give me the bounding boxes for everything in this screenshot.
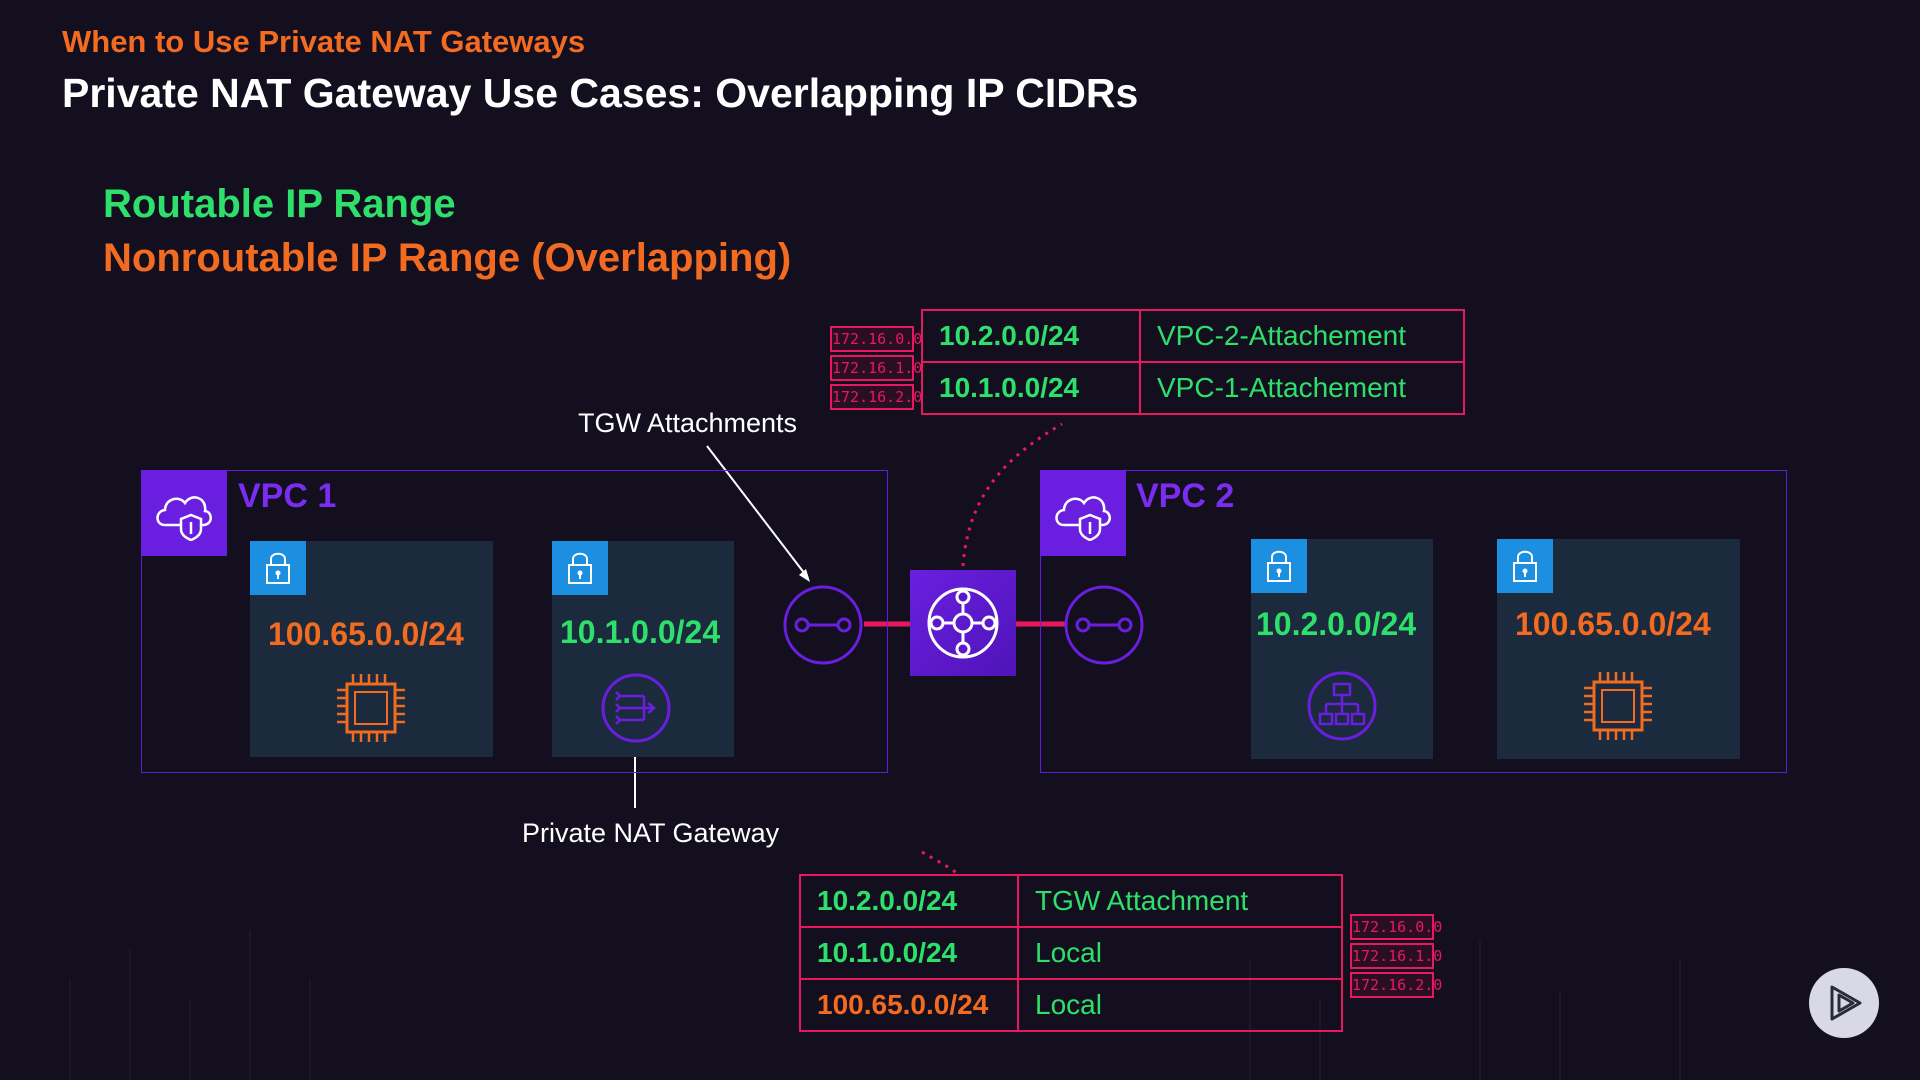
transit-gateway-icon <box>910 570 1016 676</box>
table-row: 100.65.0.0/24 Local <box>799 978 1343 1032</box>
nat-gateway-icon <box>600 672 672 749</box>
tgw-route-table: 10.2.0.0/24 VPC-2-Attachement 10.1.0.0/2… <box>921 309 1465 415</box>
vpc1-subnet2-cidr: 10.1.0.0/24 <box>560 614 721 650</box>
tgw-rt-target-1: VPC-2-Attachement <box>1139 309 1465 363</box>
chip-icon <box>1580 668 1656 749</box>
tgw-rt-dest-2: 10.1.0.0/24 <box>921 361 1141 415</box>
table-row: 10.2.0.0/24 TGW Attachment <box>799 874 1343 928</box>
slide-kicker: When to Use Private NAT Gateways <box>62 24 586 59</box>
slide-title: Private NAT Gateway Use Cases: Overlappi… <box>62 70 1139 116</box>
vpc1-subnet1-cidr: 100.65.0.0/24 <box>268 616 464 652</box>
play-logo-icon[interactable] <box>1809 968 1879 1038</box>
tgw-rt-dest-1: 10.2.0.0/24 <box>921 309 1141 363</box>
legend-nonroutable: Nonroutable IP Range (Overlapping) <box>103 236 792 280</box>
vpc1-rt-dest-3: 100.65.0.0/24 <box>799 978 1019 1032</box>
table-row: 10.1.0.0/24 Local <box>799 926 1343 980</box>
vpc1-label: VPC 1 <box>238 477 337 515</box>
tgw-attachments-arrow <box>706 445 809 579</box>
table-row: 10.2.0.0/24 VPC-2-Attachement <box>921 309 1465 363</box>
vpc1-container <box>141 470 888 773</box>
cloud-shield-icon <box>141 470 227 556</box>
table-row: 10.1.0.0/24 VPC-1-Attachement <box>921 361 1465 415</box>
tgw-rt-target-2: VPC-1-Attachement <box>1139 361 1465 415</box>
vpc1-route-table: 10.2.0.0/24 TGW Attachment 10.1.0.0/24 L… <box>799 874 1343 1032</box>
chip-icon <box>333 670 409 751</box>
lock-icon <box>1251 539 1307 593</box>
vpc1-rt-ip-1: 172.16.0.0 <box>1350 914 1442 940</box>
vpc2-subnet2-cidr: 100.65.0.0/24 <box>1515 606 1711 642</box>
vpc1-rt-ip-2: 172.16.1.0 <box>1350 943 1442 969</box>
lock-icon <box>250 541 306 595</box>
vpc1-rt-target-3: Local <box>1017 978 1343 1032</box>
tgw-rt-ip-1: 172.16.0.0 <box>830 326 922 352</box>
tgw-rt-ip-3: 172.16.2.0 <box>830 384 922 410</box>
cloud-shield-icon <box>1040 470 1126 556</box>
legend-routable: Routable IP Range <box>103 182 456 226</box>
vpc2-label: VPC 2 <box>1136 477 1235 515</box>
tgw-attachment-icon <box>782 584 864 671</box>
tgw-attachments-callout: TGW Attachments <box>578 408 798 438</box>
vpc1-rt-ip-3: 172.16.2.0 <box>1350 972 1442 998</box>
vpc1-rt-dest-2: 10.1.0.0/24 <box>799 926 1019 980</box>
tgw-rt-ip-2: 172.16.1.0 <box>830 355 922 381</box>
vpc1-rt-target-1: TGW Attachment <box>1017 874 1343 928</box>
vpc1-rt-target-2: Local <box>1017 926 1343 980</box>
vpc1-route-table-connector <box>921 850 959 876</box>
vpc2-subnet1-cidr: 10.2.0.0/24 <box>1256 606 1417 642</box>
private-nat-gateway-callout: Private NAT Gateway <box>522 818 780 848</box>
tgw-attachment-icon <box>1063 584 1145 671</box>
lock-icon <box>1497 539 1553 593</box>
vpc2-container <box>1040 470 1787 773</box>
vpc1-rt-dest-1: 10.2.0.0/24 <box>799 874 1019 928</box>
load-balancer-icon <box>1306 670 1378 747</box>
tgw-attachments-arrowhead <box>799 569 810 582</box>
lock-icon <box>552 541 608 595</box>
